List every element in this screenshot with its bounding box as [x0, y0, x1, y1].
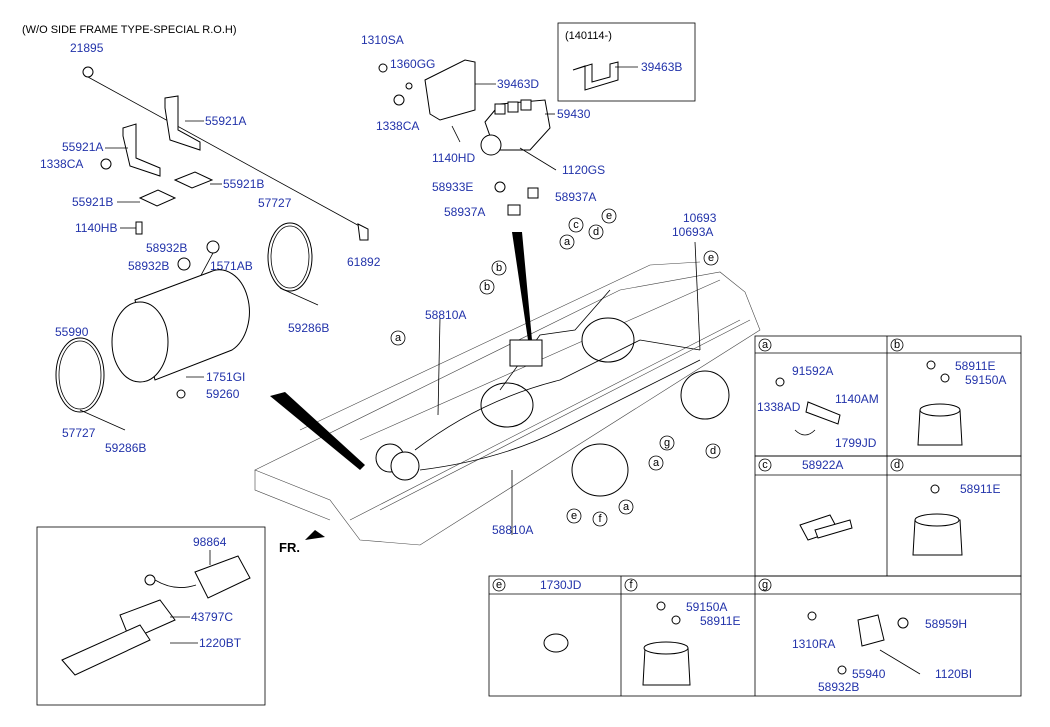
panel-g-part-58959H[interactable]: 58959H: [925, 617, 967, 631]
part-39463D[interactable]: 39463D: [497, 77, 539, 91]
part-1220BT[interactable]: 1220BT: [199, 636, 242, 650]
part-1338CA-2[interactable]: 1338CA: [376, 119, 419, 133]
part-1140HB[interactable]: 1140HB: [75, 221, 117, 235]
part-58810A-1[interactable]: 58810A: [425, 308, 466, 322]
panel-g-letter: g: [762, 579, 768, 591]
panel-a-part-91592A[interactable]: 91592A: [792, 364, 833, 378]
callout-f[interactable]: f: [598, 513, 602, 525]
callout-d2[interactable]: d: [710, 445, 716, 457]
part-58933E[interactable]: 58933E: [432, 180, 473, 194]
valve-group: 1310SA 1360GG 39463D 1338CA 59430 1140HD…: [361, 33, 605, 219]
callout-a1[interactable]: a: [564, 236, 571, 248]
panel-a-part-1799JD[interactable]: 1799JD: [835, 436, 877, 450]
part-61892[interactable]: 61892: [347, 255, 381, 269]
part-59286B-2[interactable]: 59286B: [105, 441, 146, 455]
header-note: (W/O SIDE FRAME TYPE-SPECIAL R.O.H): [22, 24, 237, 36]
panel-c: c 58922A: [758, 458, 853, 541]
callout-e2[interactable]: e: [708, 252, 714, 264]
part-21895[interactable]: 21895: [70, 41, 104, 55]
callout-e1[interactable]: e: [606, 210, 612, 222]
panel-d-part-58911E[interactable]: 58911E: [960, 482, 1000, 496]
part-10693A[interactable]: 10693A: [672, 225, 713, 239]
panel-g-part-1120BI[interactable]: 1120BI: [935, 667, 972, 681]
part-1751GI[interactable]: 1751GI: [206, 370, 245, 384]
panel-e-title: 1730JD: [540, 578, 582, 592]
callout-b2[interactable]: b: [484, 281, 490, 293]
part-10693[interactable]: 10693: [683, 211, 717, 225]
panel-a-letter: a: [762, 339, 769, 351]
panel-e: e 1730JD: [492, 578, 582, 653]
part-57727-2[interactable]: 57727: [62, 426, 96, 440]
part-55990[interactable]: 55990: [55, 325, 89, 339]
part-39463B[interactable]: 39463B: [641, 60, 682, 74]
callout-c[interactable]: c: [573, 219, 579, 231]
part-55921A-1[interactable]: 55921A: [205, 114, 246, 128]
panel-d-letter: d: [894, 459, 900, 471]
panel-d: d 58911E: [890, 458, 1000, 556]
callout-a3[interactable]: a: [653, 457, 660, 469]
tank-group: 21895 61892 55921A 55921A 1338CA 55921B …: [40, 41, 381, 455]
panel-a: a 91592A 1140AM 1338AD 1799JD: [757, 338, 879, 450]
direction-label: FR.: [279, 540, 300, 555]
callouts: b b c a d e e a g a d a e f: [390, 208, 721, 527]
callout-a4[interactable]: a: [623, 501, 630, 513]
part-55921B-1[interactable]: 55921B: [223, 177, 264, 191]
panel-g-part-1310RA[interactable]: 1310RA: [792, 637, 835, 651]
panel-e-letter: e: [496, 579, 502, 591]
panel-a-part-1140AM[interactable]: 1140AM: [835, 392, 879, 406]
callout-d1[interactable]: d: [593, 226, 599, 238]
inset-140114: (140114-) 39463B: [557, 22, 696, 102]
part-1360GG[interactable]: 1360GG: [390, 57, 435, 71]
part-59260[interactable]: 59260: [206, 387, 240, 401]
part-58937A-2[interactable]: 58937A: [444, 205, 485, 219]
panel-f-part-58911E[interactable]: 58911E: [700, 614, 740, 628]
panel-b-part-59150A[interactable]: 59150A: [965, 373, 1006, 387]
panel-b-letter: b: [894, 339, 900, 351]
callout-a2[interactable]: a: [395, 332, 402, 344]
panel-f-part-59150A[interactable]: 59150A: [686, 600, 727, 614]
part-98864[interactable]: 98864: [193, 535, 227, 549]
inset-date: (140114-): [565, 30, 612, 42]
panel-f: f 59150A 58911E: [624, 578, 740, 686]
part-55921B-2[interactable]: 55921B: [72, 195, 113, 209]
part-58932B-2[interactable]: 58932B: [128, 259, 169, 273]
callout-b1[interactable]: b: [496, 262, 502, 274]
panel-a-part-1338AD[interactable]: 1338AD: [757, 400, 801, 414]
part-1338CA-1[interactable]: 1338CA: [40, 157, 83, 171]
panel-f-letter: f: [629, 579, 633, 591]
panel-g-part-58932B[interactable]: 58932B: [818, 680, 859, 694]
panel-b: b 58911E 59150A: [890, 338, 1006, 446]
part-57727-1[interactable]: 57727: [258, 196, 292, 210]
chassis-illustration: FR. 10693 10693A 58810A 58810A b b c a d…: [254, 208, 761, 555]
callout-g[interactable]: g: [664, 437, 670, 449]
part-58810A-2[interactable]: 58810A: [492, 523, 533, 537]
part-1140HD[interactable]: 1140HD: [432, 151, 475, 165]
inset-controller: 98864 43797C 1220BT: [36, 526, 266, 706]
panel-c-title: 58922A: [802, 458, 843, 472]
part-58937A-1[interactable]: 58937A: [555, 190, 596, 204]
panel-g-part-55940[interactable]: 55940: [852, 667, 886, 681]
part-1120GS[interactable]: 1120GS: [562, 163, 605, 177]
panel-b-part-58911E[interactable]: 58911E: [955, 359, 995, 373]
part-43797C[interactable]: 43797C: [191, 610, 233, 624]
detail-grid: a 91592A 1140AM 1338AD 1799JD b 58911E 5…: [488, 335, 1022, 697]
part-59430[interactable]: 59430: [557, 107, 591, 121]
part-1310SA[interactable]: 1310SA: [361, 33, 404, 47]
part-59286B-1[interactable]: 59286B: [288, 321, 329, 335]
panel-c-letter: c: [762, 459, 768, 471]
part-58932B-1[interactable]: 58932B: [146, 241, 187, 255]
part-55921A-2[interactable]: 55921A: [62, 140, 103, 154]
callout-e3[interactable]: e: [571, 510, 577, 522]
panel-g: g 1310RA 58959H 55940 58932B 1120BI: [758, 578, 972, 694]
